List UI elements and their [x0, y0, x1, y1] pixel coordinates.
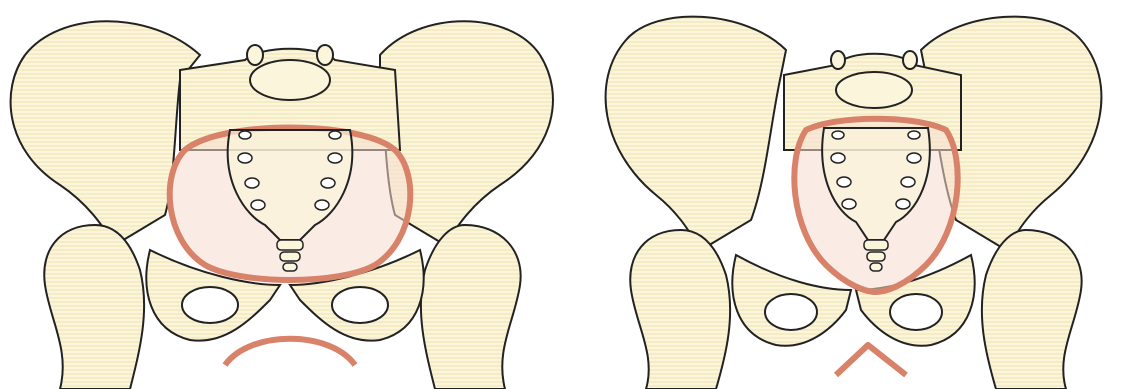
vertebral-body	[250, 60, 330, 100]
pubic-arch	[836, 345, 906, 375]
left-obturator-foramen	[182, 287, 238, 323]
pelvis-right-svg	[566, 0, 1129, 389]
right-obturator-foramen	[332, 287, 388, 323]
pelvis-left-svg	[0, 0, 560, 389]
right-articular-process	[903, 51, 917, 69]
left-femur	[44, 225, 144, 389]
right-articular-process	[317, 45, 333, 65]
pubic-arch	[225, 339, 355, 365]
right-femur	[421, 225, 521, 389]
right-femur	[982, 230, 1082, 389]
vertebral-body	[836, 72, 912, 108]
right-obturator-foramen	[890, 294, 942, 330]
left-iliac-wing	[606, 17, 786, 250]
left-femur	[630, 230, 730, 389]
pelvis-illustration-left	[0, 0, 560, 389]
left-obturator-foramen	[765, 294, 817, 330]
left-articular-process	[831, 51, 845, 69]
pelvis-illustration-right	[566, 0, 1129, 389]
left-articular-process	[247, 45, 263, 65]
